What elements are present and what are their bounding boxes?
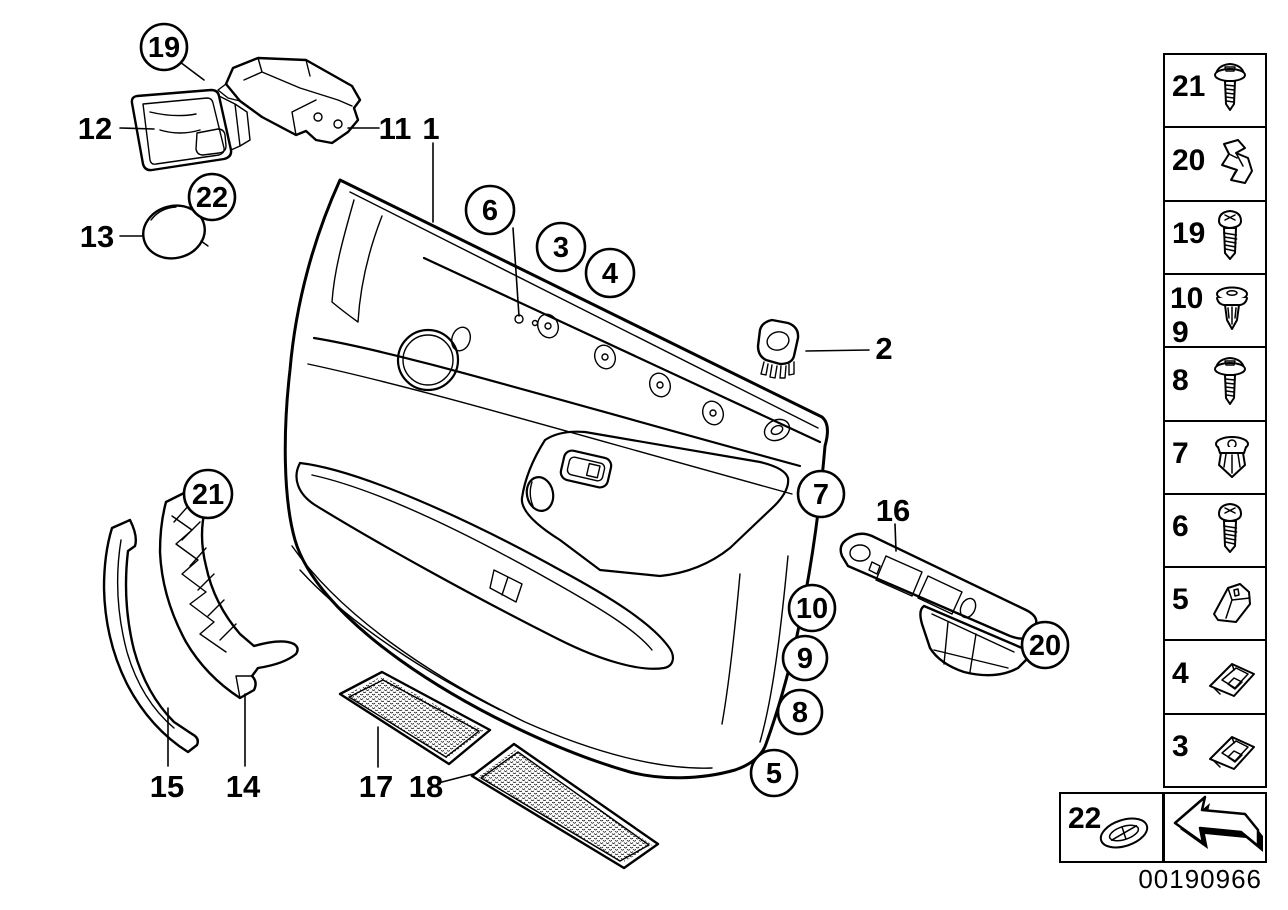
circled-callouts: 19 22 21 6 3 4 7 10 9 8 5 20 [139, 22, 1070, 798]
part-label-14[interactable]: 14 [226, 769, 261, 804]
part-label-16[interactable]: 16 [876, 493, 910, 528]
part-label-18[interactable]: 18 [409, 769, 443, 804]
svg-text:19: 19 [148, 32, 180, 64]
callout-19[interactable]: 19 [139, 22, 189, 72]
rail-screw-bosses [514, 313, 791, 442]
svg-text:9: 9 [1172, 316, 1189, 349]
legend-row-19[interactable]: 19 [1163, 200, 1267, 275]
part-12-door-pull-trim-drawing [130, 88, 251, 172]
svg-text:8: 8 [792, 697, 808, 729]
fastener-legend: 21 20 19 10 9 8 7 [1059, 53, 1267, 863]
legend-row-8[interactable]: 8 [1163, 346, 1267, 422]
svg-text:21: 21 [1172, 70, 1205, 103]
callout-10[interactable]: 10 [787, 583, 837, 633]
window-switch-cutout [559, 449, 613, 489]
part-15-pull-handle-cover-drawing [102, 518, 200, 754]
svg-text:4: 4 [602, 258, 618, 290]
svg-text:10: 10 [796, 593, 828, 625]
svg-text:3: 3 [553, 232, 569, 264]
svg-text:6: 6 [1172, 510, 1189, 543]
grommet-icon [1099, 817, 1149, 849]
callout-4[interactable]: 4 [584, 247, 636, 299]
legend-row-6[interactable]: 6 [1163, 493, 1267, 568]
part-number-labels: 12 11 1 13 2 16 15 14 17 18 [78, 111, 910, 804]
callout-9[interactable]: 9 [781, 634, 829, 682]
callout-7[interactable]: 7 [796, 469, 846, 519]
part-17-speaker-grille-drawing [338, 670, 492, 766]
svg-text:20: 20 [1029, 630, 1061, 662]
part-label-17[interactable]: 17 [359, 769, 393, 804]
part-16-switch-panel-drawing [839, 532, 1038, 677]
svg-text:22: 22 [196, 182, 228, 214]
part-11-handle-carrier-drawing [217, 56, 362, 145]
part-2-expansion-clip-drawing [756, 318, 800, 379]
part-label-15[interactable]: 15 [150, 769, 184, 804]
legend-row-20[interactable]: 20 [1163, 126, 1267, 202]
callout-6[interactable]: 6 [464, 184, 516, 236]
part-label-1[interactable]: 1 [422, 111, 439, 146]
legend-row-22[interactable]: 22 [1059, 792, 1164, 863]
part-label-12[interactable]: 12 [78, 111, 112, 146]
legend-row-21[interactable]: 21 [1163, 53, 1267, 128]
legend-row-7[interactable]: 7 [1163, 420, 1267, 495]
part-label-2[interactable]: 2 [875, 331, 892, 366]
part-label-13[interactable]: 13 [80, 219, 114, 254]
svg-text:21: 21 [192, 479, 224, 511]
legend-row-10-9[interactable]: 10 9 [1163, 273, 1267, 349]
part-14-pull-handle-carrier-drawing [158, 489, 299, 700]
callout-20[interactable]: 20 [1020, 620, 1070, 670]
legend-row-5[interactable]: 5 [1163, 566, 1267, 641]
svg-text:20: 20 [1172, 144, 1205, 177]
svg-text:10: 10 [1170, 282, 1203, 315]
part-13-cover-disc-drawing [142, 204, 209, 260]
callout-5[interactable]: 5 [749, 748, 799, 798]
legend-row-3[interactable]: 3 [1163, 713, 1267, 788]
svg-text:5: 5 [1172, 583, 1189, 616]
leader-lines [119, 61, 897, 783]
direction-arrow-box[interactable] [1163, 792, 1267, 863]
callout-21[interactable]: 21 [182, 468, 234, 520]
svg-text:3: 3 [1172, 730, 1189, 763]
svg-text:9: 9 [797, 643, 813, 675]
svg-text:8: 8 [1172, 364, 1189, 397]
svg-text:5: 5 [766, 758, 782, 790]
callout-8[interactable]: 8 [776, 688, 824, 736]
svg-text:7: 7 [1172, 437, 1189, 470]
part-label-11[interactable]: 11 [379, 111, 412, 146]
svg-text:19: 19 [1172, 217, 1205, 250]
direction-arrow-icon [1173, 795, 1263, 852]
callout-3[interactable]: 3 [535, 221, 587, 273]
legend-row-4[interactable]: 4 [1163, 639, 1267, 715]
document-number: 00190966 [1138, 864, 1262, 894]
part-18-speaker-grille-drawing [470, 742, 660, 870]
svg-text:22: 22 [1068, 802, 1101, 835]
svg-text:6: 6 [482, 195, 498, 227]
door-trim-panel-drawing [283, 178, 829, 780]
callout-22[interactable]: 22 [187, 172, 237, 222]
svg-text:7: 7 [813, 479, 829, 511]
svg-text:4: 4 [1172, 657, 1189, 690]
